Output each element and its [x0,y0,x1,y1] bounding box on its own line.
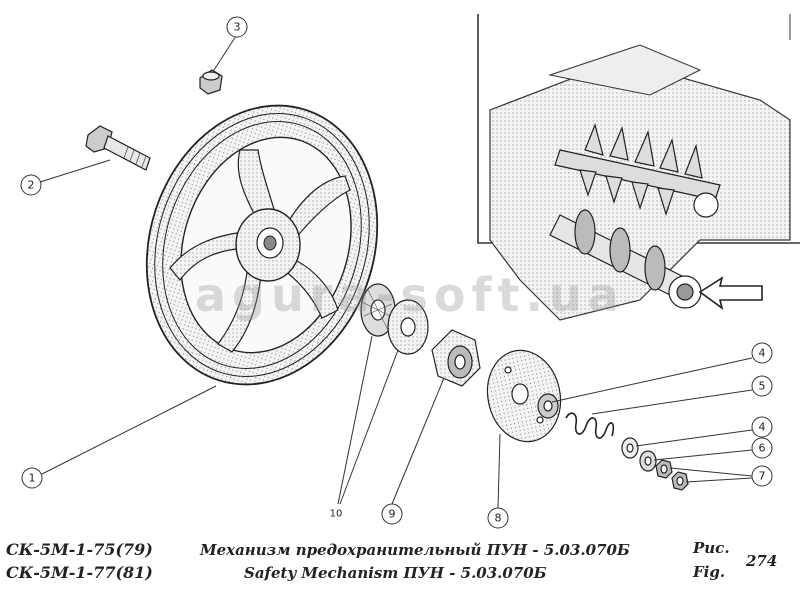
title-english: Safety Mechanism ПУН - 5.03.070Б [244,564,547,582]
figure-label-ru: Рис. [693,539,730,557]
leader-lines [39,35,753,509]
callout-9: 9 [381,503,403,525]
part-4-washer-lower [621,437,639,459]
callout-10: 10 [330,509,343,520]
callout-8-label: 8 [495,512,502,525]
title-russian: Механизм предохранительный ПУН - 5.03.07… [200,541,630,559]
callout-5: 5 [751,375,773,397]
callout-4-upper-label: 4 [759,347,766,360]
part-9-hub [431,329,481,387]
callout-4-upper: 4 [751,342,773,364]
model-line-2: СК-5М-1-77(81) [6,563,153,582]
inset-arrow-icon [698,276,763,310]
figure-label-en: Fig. [693,563,726,581]
callout-7-label: 7 [759,470,766,483]
callout-6-label: 6 [759,442,766,455]
inset-detail-view [477,14,800,321]
inset-auger-shaft [549,192,719,309]
callout-9-label: 9 [389,508,396,521]
watermark-text: agura-soft.ua [195,268,625,322]
part-4-bushing-upper [537,393,559,419]
callout-4-lower-label: 4 [759,421,766,434]
callout-2-label: 2 [28,179,35,192]
callout-5-label: 5 [759,380,766,393]
callout-8: 8 [487,507,509,529]
callout-3: 3 [226,16,248,38]
part-3-cap [199,69,223,95]
part-7-nuts [655,459,689,491]
part-10-discs [360,283,429,355]
callout-4-lower: 4 [751,416,773,438]
callout-10-label: 10 [330,509,343,520]
callout-3-label: 3 [234,21,241,34]
part-2-bolt [85,125,151,171]
part-5-spring [565,412,615,439]
callout-1-label: 1 [29,472,36,485]
part-1-pulley [145,104,379,386]
part-6-washer [639,450,657,472]
model-line-1: СК-5М-1-75(79) [6,540,153,559]
callout-1: 1 [21,467,43,489]
part-8-flange [486,349,562,443]
inset-knife-bar [554,123,721,216]
figure-number: 274 [746,552,778,570]
callout-7: 7 [751,465,773,487]
callout-6: 6 [751,437,773,459]
callout-2: 2 [20,174,42,196]
